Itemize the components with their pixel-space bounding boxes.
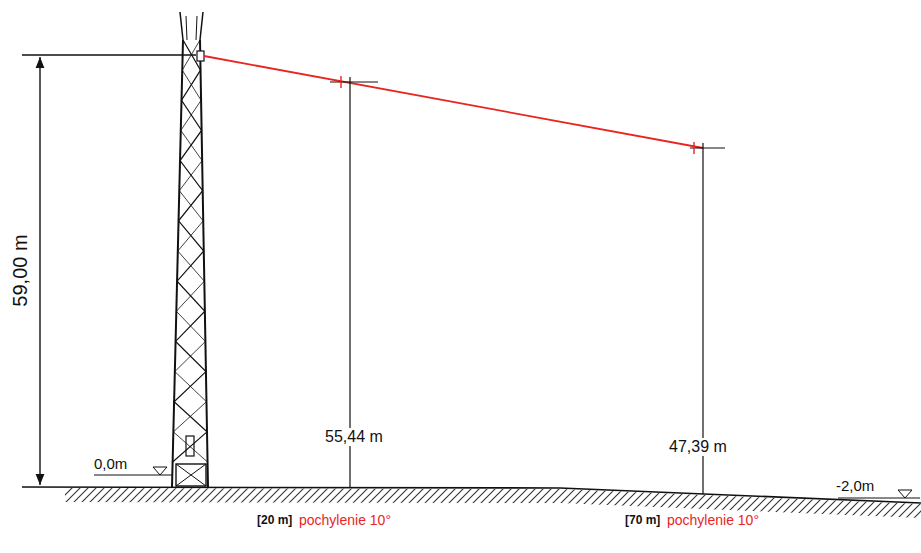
tower-leg	[200, 40, 208, 487]
point-marker	[690, 147, 725, 148]
tower-leg	[172, 40, 183, 487]
height-label: 55,44 m	[323, 428, 385, 446]
height-dimension: 59,00 m	[9, 234, 32, 306]
slope-label: pochylenie 10°	[299, 512, 391, 528]
distance-label: [70 m]	[625, 514, 660, 528]
antenna-mast	[196, 16, 197, 40]
point-tick	[693, 142, 694, 154]
antenna-mount	[197, 51, 204, 61]
level-line	[838, 498, 920, 499]
tower-base	[176, 464, 206, 486]
point-marker	[330, 81, 378, 82]
point-tick	[340, 76, 341, 88]
ground-line	[22, 487, 921, 503]
tower-bracing	[173, 40, 207, 462]
antenna-mast	[200, 12, 203, 40]
slope-label: pochylenie 10°	[667, 512, 759, 528]
level-label: -2,0m	[836, 477, 874, 494]
level-label: 0,0m	[94, 455, 127, 472]
antenna-mast	[180, 12, 183, 40]
ground-hatching	[65, 488, 921, 518]
dimension-line	[39, 57, 40, 485]
height-label: 47,39 m	[667, 438, 729, 456]
tower-bracing	[173, 40, 207, 462]
height-line	[349, 77, 350, 488]
sight-line	[204, 56, 703, 148]
tower-base-brace	[176, 464, 206, 486]
level-triangle	[898, 490, 912, 498]
lattice-tower	[172, 12, 208, 487]
distance-label: [20 m]	[257, 514, 292, 528]
level-triangle	[153, 467, 167, 475]
reference-line	[22, 54, 196, 55]
antenna-mast	[186, 16, 187, 40]
